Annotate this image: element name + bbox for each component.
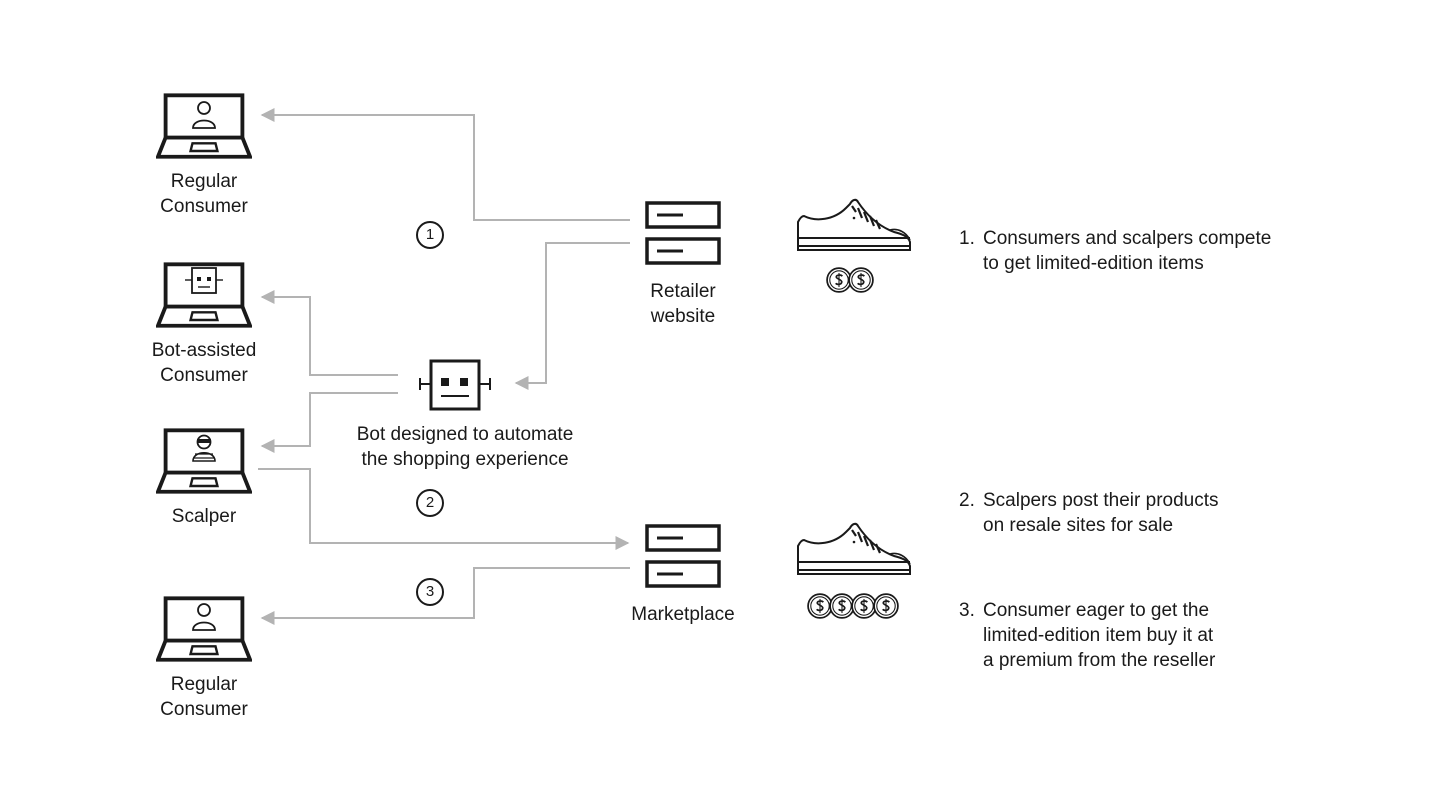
label-line: Consumer bbox=[160, 196, 248, 217]
connector-arrows bbox=[258, 108, 630, 625]
label-regular-consumer-bottom: Regular Consumer bbox=[134, 672, 274, 722]
label-line: Scalper bbox=[171, 506, 237, 527]
coin-icon bbox=[826, 267, 852, 293]
step-note-1: 1. Consumers and scalpers compete to get… bbox=[959, 226, 1271, 276]
robot-icon bbox=[419, 359, 491, 411]
step-badge-1: 1 bbox=[416, 221, 444, 249]
step-number: 3. bbox=[959, 600, 975, 621]
label-line: Bot designed to automate bbox=[356, 424, 574, 445]
step-text-line: Scalpers post their products bbox=[983, 490, 1219, 511]
step-number: 2. bbox=[959, 490, 975, 511]
coin-icon bbox=[807, 593, 833, 619]
label-line: Marketplace bbox=[631, 604, 735, 625]
sneaker-icon-retailer bbox=[796, 198, 912, 252]
label-line: website bbox=[650, 306, 716, 327]
coin-icon bbox=[873, 593, 899, 619]
label-line: Regular bbox=[170, 674, 238, 695]
server-icon-retailer bbox=[645, 201, 721, 265]
label-line: Regular bbox=[170, 171, 238, 192]
step-text-line: a premium from the reseller bbox=[983, 650, 1216, 671]
label-line: Consumer bbox=[160, 365, 248, 386]
label-line: Retailer bbox=[650, 281, 716, 302]
label-bot-assisted-consumer: Bot-assisted Consumer bbox=[124, 338, 284, 388]
laptop-person-icon bbox=[156, 596, 252, 662]
step-badge-3: 3 bbox=[416, 578, 444, 606]
coin-icon bbox=[848, 267, 874, 293]
step-badge-2: 2 bbox=[416, 489, 444, 517]
arrow-marketplace-to-regular-consumer bbox=[260, 567, 630, 625]
step-text-line: Consumer eager to get the bbox=[983, 600, 1210, 621]
coins-retailer bbox=[826, 267, 874, 293]
label-retailer-website: Retailer website bbox=[613, 279, 753, 329]
step-number: 1. bbox=[959, 228, 975, 249]
label-line: Bot-assisted bbox=[151, 340, 257, 361]
coin-icon bbox=[829, 593, 855, 619]
laptop-person-icon bbox=[156, 93, 252, 159]
coins-marketplace bbox=[807, 593, 899, 619]
step-text-line: to get limited-edition items bbox=[983, 253, 1204, 274]
laptop-burglar-icon bbox=[156, 428, 252, 494]
step-text-line: Consumers and scalpers compete bbox=[983, 228, 1272, 249]
coin-icon bbox=[851, 593, 877, 619]
step-text-line: on resale sites for sale bbox=[983, 515, 1174, 536]
step-note-2: 2. Scalpers post their products on resal… bbox=[959, 488, 1219, 538]
label-bot: Bot designed to automate the shopping ex… bbox=[325, 422, 605, 472]
arrow-bot-to-bot-assisted-consumer bbox=[260, 290, 398, 376]
label-regular-consumer-top: Regular Consumer bbox=[134, 169, 274, 219]
step-note-3: 3. Consumer eager to get the limited-edi… bbox=[959, 598, 1215, 673]
label-line: the shopping experience bbox=[361, 449, 569, 470]
label-line: Consumer bbox=[160, 699, 248, 720]
laptop-robot-icon bbox=[156, 262, 252, 328]
label-scalper: Scalper bbox=[134, 504, 274, 529]
arrow-scalper-to-marketplace bbox=[258, 468, 630, 550]
server-icon-marketplace bbox=[645, 524, 721, 588]
step-text-line: limited-edition item buy it at bbox=[983, 625, 1214, 646]
sneaker-icon-marketplace bbox=[796, 522, 912, 576]
arrow-retailer-to-regular-consumer bbox=[260, 108, 630, 221]
arrow-bot-to-scalper bbox=[260, 392, 398, 453]
arrow-retailer-to-bot bbox=[514, 242, 630, 390]
label-marketplace: Marketplace bbox=[603, 602, 763, 627]
